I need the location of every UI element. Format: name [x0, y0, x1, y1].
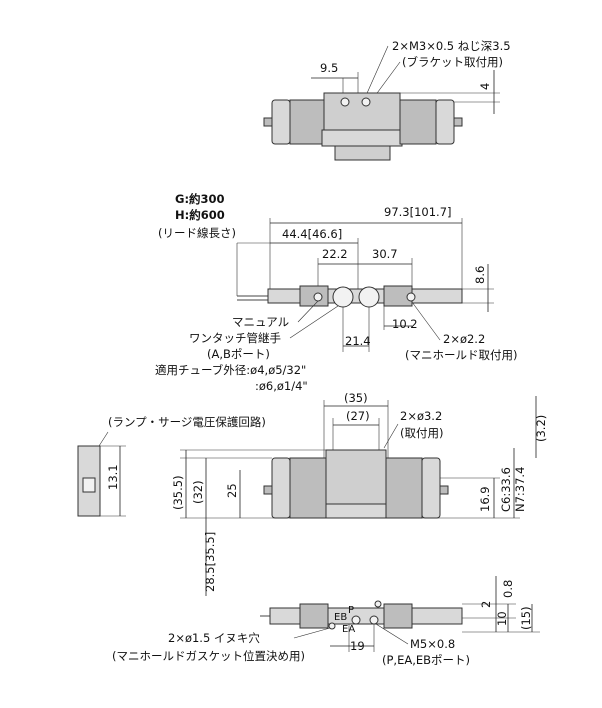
- port-thread: M5×0.8: [410, 637, 455, 651]
- dim-28-5: 28.5[35.5]: [203, 532, 217, 592]
- bracket-note: (ブラケット取付用): [402, 55, 503, 69]
- mount-hole: [406, 292, 416, 302]
- left-coil: [271, 99, 291, 145]
- dim-97-3: 97.3[101.7]: [384, 205, 452, 219]
- bottom-left-block: [299, 603, 329, 629]
- dim-22-2: 22.2: [322, 247, 348, 261]
- lead-h: H:約600: [175, 208, 225, 222]
- lamp-indicator: [82, 477, 96, 493]
- side-base: [325, 503, 387, 519]
- top-bracket: [323, 92, 401, 131]
- front-view: G:約300 H:約600 (リード線長さ) 97.3[101.7] 44.4[…: [155, 192, 517, 393]
- side-right-connector: [439, 485, 449, 495]
- fitting-label: ワンタッチ管継手: [189, 331, 281, 345]
- port-a: [332, 286, 354, 308]
- bottom-view: 0.8 2 10 (15) P EB EA 19 2×ø1.5 イヌキ穴 (マニ…: [112, 576, 540, 667]
- mount-leader: [411, 301, 441, 341]
- dim-2: 2: [479, 601, 493, 608]
- gasket-hole: [328, 622, 336, 630]
- port-p-hole: [374, 600, 382, 608]
- side-left-solenoid: [289, 457, 327, 519]
- port-ea: EA: [342, 624, 355, 635]
- dim-10-2: 10.2: [392, 317, 418, 331]
- bottom-body: [269, 607, 463, 625]
- dim-4: 4: [478, 83, 492, 90]
- thread-note: 2×M3×0.5 ねじ深3.5: [392, 39, 511, 53]
- dim-21-4: 21.4: [345, 334, 371, 348]
- dim-30-7: 30.7: [372, 247, 398, 261]
- thread-leader: [363, 45, 389, 101]
- top-view: 2×M3×0.5 ねじ深3.5 (ブラケット取付用) 9.5 4: [263, 39, 511, 161]
- tube-od-label-2: :ø6,ø1/4": [255, 379, 308, 393]
- port-note: (P,EA,EBポート): [382, 653, 470, 667]
- port-leader: [375, 623, 409, 645]
- side-left-connector: [263, 485, 273, 495]
- left-connector: [263, 117, 273, 127]
- port-p: P: [348, 605, 354, 616]
- right-connector: [453, 117, 463, 127]
- manual-label: マニュアル: [232, 315, 289, 329]
- side-right-coil: [421, 457, 441, 519]
- tube-od-label: 適用チューブ外径:ø4,ø5/32": [155, 363, 306, 377]
- dim-8-6: 8.6: [473, 266, 487, 284]
- dim-n7: N7:37.4: [513, 467, 527, 512]
- bottom-right-block: [383, 603, 413, 629]
- dim-27: (27): [346, 409, 370, 423]
- fitting-ports: (A,Bポート): [207, 347, 270, 361]
- gasket-leader: [293, 627, 331, 639]
- fitting-leader: [289, 305, 339, 339]
- mount-note: (マニホールド取付用): [405, 348, 517, 362]
- holes-note: (取付用): [400, 426, 443, 440]
- manual-button: [313, 292, 323, 302]
- top-base: [334, 145, 391, 161]
- dim-c6: C6:33.6: [499, 467, 513, 512]
- dim-44-4: 44.4[46.6]: [282, 227, 342, 241]
- port-eb: EB: [334, 612, 347, 623]
- dim-32: (32): [191, 480, 205, 504]
- manual-leader: [297, 300, 319, 323]
- m3-hole-right: [361, 97, 371, 107]
- port-eb-hole: [369, 615, 379, 625]
- dim-3-2: (3.2): [534, 415, 548, 442]
- dim-0-8: 0.8: [501, 580, 515, 598]
- left-solenoid: [289, 99, 325, 145]
- lead-wires: [237, 295, 268, 301]
- lamp-note: (ランプ・サージ電圧保護回路): [108, 415, 266, 429]
- holes-leader: [383, 423, 399, 449]
- dim-25: 25: [225, 483, 239, 498]
- m3-hole-left: [340, 97, 350, 107]
- dim-15: (15): [519, 606, 533, 630]
- dim-19: 19: [350, 639, 365, 653]
- side-view: (ランプ・サージ電圧保護回路) 13.1 (35) (27) 2×ø3.2 (取…: [77, 391, 548, 596]
- top-body: [321, 129, 403, 147]
- right-solenoid: [399, 99, 437, 145]
- dim-10: 10: [495, 611, 509, 626]
- right-coil: [435, 99, 455, 145]
- dim-16-9: 16.9: [478, 486, 492, 512]
- side-right-solenoid: [385, 457, 423, 519]
- side-left-coil: [271, 457, 291, 519]
- dim-9-5: 9.5: [320, 61, 338, 75]
- port-ea-hole: [351, 615, 361, 625]
- gasket-holes: 2×ø1.5 イヌキ穴: [168, 631, 260, 645]
- dim-35: (35): [344, 391, 368, 405]
- dim-13-1: 13.1: [106, 464, 120, 490]
- lead-note: (リード線長さ): [158, 226, 236, 240]
- port-b: [358, 286, 380, 308]
- dim-35-5: (35.5): [171, 475, 185, 510]
- holes-3-2: 2×ø3.2: [400, 409, 442, 423]
- mount-holes: 2×ø2.2: [443, 332, 485, 346]
- lead-g: G:約300: [175, 192, 225, 206]
- gasket-note: (マニホールドガスケット位置決め用): [112, 649, 305, 663]
